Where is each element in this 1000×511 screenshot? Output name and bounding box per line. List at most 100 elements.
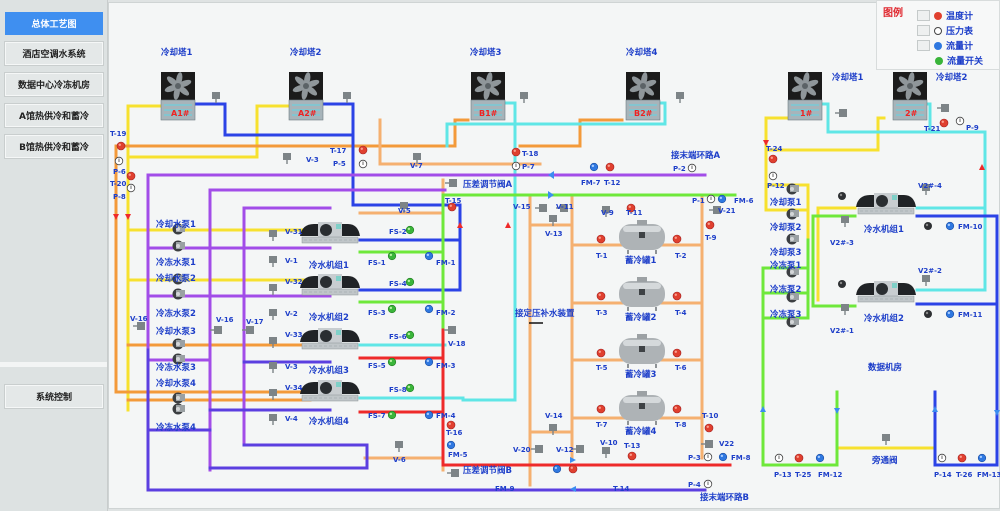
valve-icon[interactable] [572,445,584,453]
valve-icon[interactable] [269,256,277,267]
valve-icon[interactable] [445,179,457,187]
storage-tank-icon[interactable] [619,277,665,311]
valve-icon[interactable] [444,326,456,334]
legend-toggle-flowmeter[interactable] [917,40,930,51]
chiller-icon[interactable] [855,280,917,303]
pressure-gauge-icon [937,453,947,463]
thermometer-icon [768,154,778,164]
valve-icon[interactable] [269,284,277,295]
tag-label-fm3: FM-3 [436,362,456,370]
valve-icon[interactable] [395,441,403,452]
storage-tank-icon[interactable] [619,391,665,425]
pump-icon[interactable] [786,208,800,220]
valve-icon[interactable] [133,322,145,330]
sensor-icon [838,280,846,288]
tag-label-v2_1: V2#-1 [830,327,854,335]
diagram-label: 冷冻泵1 [770,260,802,271]
chiller-icon[interactable] [299,379,361,402]
nav-hall-b-cooling[interactable]: B馆热供冷和蓄冷 [5,135,103,158]
valve-icon[interactable] [269,414,277,425]
section-labels: 接末端环路A 接末端环路B 压差调节阀A 压差调节阀B 接定压补水装置 数据机房… [463,150,902,503]
valve-icon[interactable] [520,92,528,103]
valve-icon[interactable] [882,434,890,445]
tag-label-fs4: FS-4 [389,280,407,288]
valve-icon[interactable] [210,326,222,334]
thermometer-icon [568,464,578,474]
flowmeter-icon [718,452,728,462]
tag-label-v11: V-11 [556,203,574,211]
chilled-pump-2-label: 冷冻水泵2 [156,308,196,319]
legend-toggle-thermometer[interactable] [917,10,930,21]
tag-label-fm1: FM-1 [436,259,456,267]
tag-label-fm6: FM-6 [734,197,754,205]
cooling-tower-3-code: B1# [479,109,498,118]
pump-icon[interactable] [786,233,800,245]
valve-icon[interactable] [841,304,849,315]
chiller-labels: 冷水机组1 冷水机组2 冷水机组3 冷水机组4 冷水机组1 冷水机组2 [309,224,904,427]
valve-icon[interactable] [212,92,220,103]
tag-label-t6: T-6 [675,364,687,372]
tag-label-v20: V-20 [513,446,531,454]
pump-icon[interactable] [172,288,186,300]
tag-label-p14: P-14 [934,471,952,479]
thermometer-icon [596,404,606,414]
valve-icon[interactable] [937,104,949,112]
valve-icon[interactable] [841,216,849,227]
tag-label-fs5: FS-5 [368,362,386,370]
tag-label-fm10: FM-10 [958,223,983,231]
flow-switch-icon [387,251,397,261]
pump-icon[interactable] [172,338,186,350]
nav-hall-a-cooling[interactable]: A馆热供冷和蓄冷 [5,104,103,127]
nav-overall-process[interactable]: 总体工艺图 [5,12,103,35]
tag-label-p2: P-2 [673,165,686,173]
tag-label-v34: V-34 [285,384,303,392]
chiller-icon[interactable] [299,221,361,244]
flowmeter-icon [424,304,434,314]
chilled-pump-4-label: 冷冻水泵4 [156,422,196,433]
valve-icon[interactable] [283,153,291,164]
valve-icon[interactable] [343,92,351,103]
pump-icon[interactable] [172,392,186,404]
pressure-gauge-icon [955,116,965,126]
valve-icon[interactable] [835,109,847,117]
chiller-icon[interactable] [299,327,361,350]
tag-label-t2: T-2 [675,252,687,260]
chiller-icon[interactable] [299,273,361,296]
diagram-label: 冷水机组3 [309,365,349,376]
pump-icon[interactable] [172,403,186,415]
nav-datacenter-chiller-room[interactable]: 数据中心冷冻机房 [5,73,103,96]
storage-tank-icon[interactable] [619,334,665,368]
legend-toggle-pressure[interactable] [917,25,930,36]
tag-label-v3: V-3 [285,363,298,371]
valve-icon[interactable] [676,92,684,103]
valve-icon[interactable] [602,447,610,458]
thermometer-icon [672,291,682,301]
pumps[interactable] [172,183,800,415]
tag-label-v2_4: V2#-4 [918,182,942,190]
tag-label-p3: P-3 [688,454,701,462]
tag-label-t1: T-1 [596,252,608,260]
thermometer-icon [794,453,804,463]
valve-icon[interactable] [447,469,459,477]
storage-tank-icon[interactable] [619,220,665,254]
cooling-pump-4-label: 冷却水泵4 [156,378,196,389]
valve-icon[interactable] [269,309,277,320]
pump-icon[interactable] [172,240,186,252]
valve-icon[interactable] [535,204,547,212]
pump-icon[interactable] [786,183,800,195]
tag-label-t18: T-18 [522,150,539,158]
chilled-pump-3-label: 冷冻水泵3 [156,362,196,373]
nav-system-control[interactable]: 系统控制 [5,385,103,408]
nav-hotel-ac-water[interactable]: 酒店空调水系统 [5,42,103,65]
valve-icon[interactable] [531,445,543,453]
chiller-icon[interactable] [855,192,917,215]
valve-icon[interactable] [269,389,277,400]
valve-icon[interactable] [269,230,277,241]
flow-switch-icon [387,357,397,367]
pressure-gauge-icon [687,163,697,173]
chillers[interactable] [299,192,917,402]
valve-icon[interactable] [269,362,277,373]
sensor-icon [924,222,932,230]
valve-icon[interactable] [922,275,930,286]
